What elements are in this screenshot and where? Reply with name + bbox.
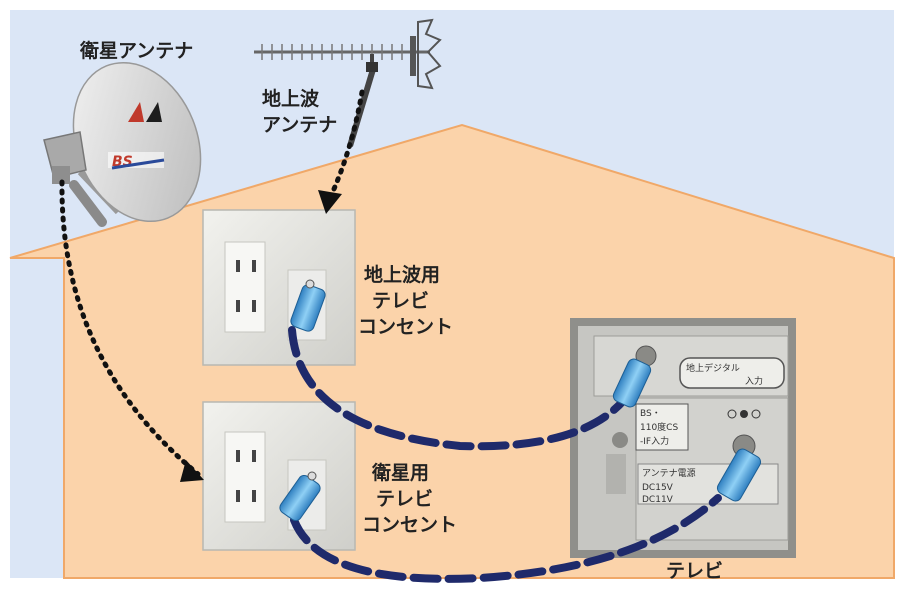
tv-terrestrial-input-label-1: 地上デジタル (686, 362, 740, 374)
satellite-antenna-label: 衛星アンテナ (80, 40, 194, 62)
tv-satellite-connector-icon (716, 434, 762, 502)
satellite-coax-cable (290, 494, 722, 583)
satellite-outlet-label-1: 衛星用 (372, 462, 430, 484)
satellite-arrowhead-icon (180, 460, 204, 482)
terrestrial-outlet-label-2: テレビ (372, 290, 430, 312)
satellite-outlet-label-2: テレビ (376, 488, 434, 510)
terrestrial-signal-dotted-line (327, 89, 365, 201)
satellite-signal-dotted-line (59, 179, 201, 477)
tv-bs-input-label-1: BS・ (640, 409, 661, 419)
tv-bs-input-label-3: -IF入力 (640, 435, 669, 447)
tv-terrestrial-input-label-2: 入力 (745, 375, 763, 387)
tv-back-panel: 地上デジタル 入力 BS・ 110度CS -IF入力 アンテナ電源 DC15V … (570, 318, 796, 558)
terrestrial-outlet-label-1: 地上波用 (364, 264, 441, 286)
terrestrial-coax-cable (288, 326, 628, 451)
terrestrial-outlet-label-3: コンセント (358, 316, 454, 338)
terrestrial-antenna-icon (254, 18, 442, 147)
terrestrial-antenna-label-2: アンテナ (262, 114, 338, 136)
lnb-converter-icon (43, 131, 87, 184)
tv-antenna-power-label: アンテナ電源 (642, 468, 696, 479)
satellite-outlet-connector-icon (279, 471, 321, 522)
satellite-outlet-icon (202, 401, 356, 551)
terrestrial-antenna-label-1: 地上波 (262, 88, 320, 110)
tv-terrestrial-connector-icon (612, 345, 657, 408)
tv-bs-input-label-2: 110度CS (640, 421, 678, 433)
tv-power-spec-2: DC11V (642, 495, 674, 505)
tv-label: テレビ (666, 560, 724, 582)
terrestrial-outlet-icon (202, 209, 356, 366)
terrestrial-outlet-connector-icon (290, 279, 326, 332)
tv-power-spec-1: DC15V (642, 483, 674, 493)
tv-polarity-symbol-icon (727, 409, 761, 419)
satellite-dish-icon: BS (43, 61, 202, 227)
satellite-outlet-label-3: コンセント (362, 514, 458, 536)
terrestrial-arrowhead-icon (318, 190, 342, 214)
